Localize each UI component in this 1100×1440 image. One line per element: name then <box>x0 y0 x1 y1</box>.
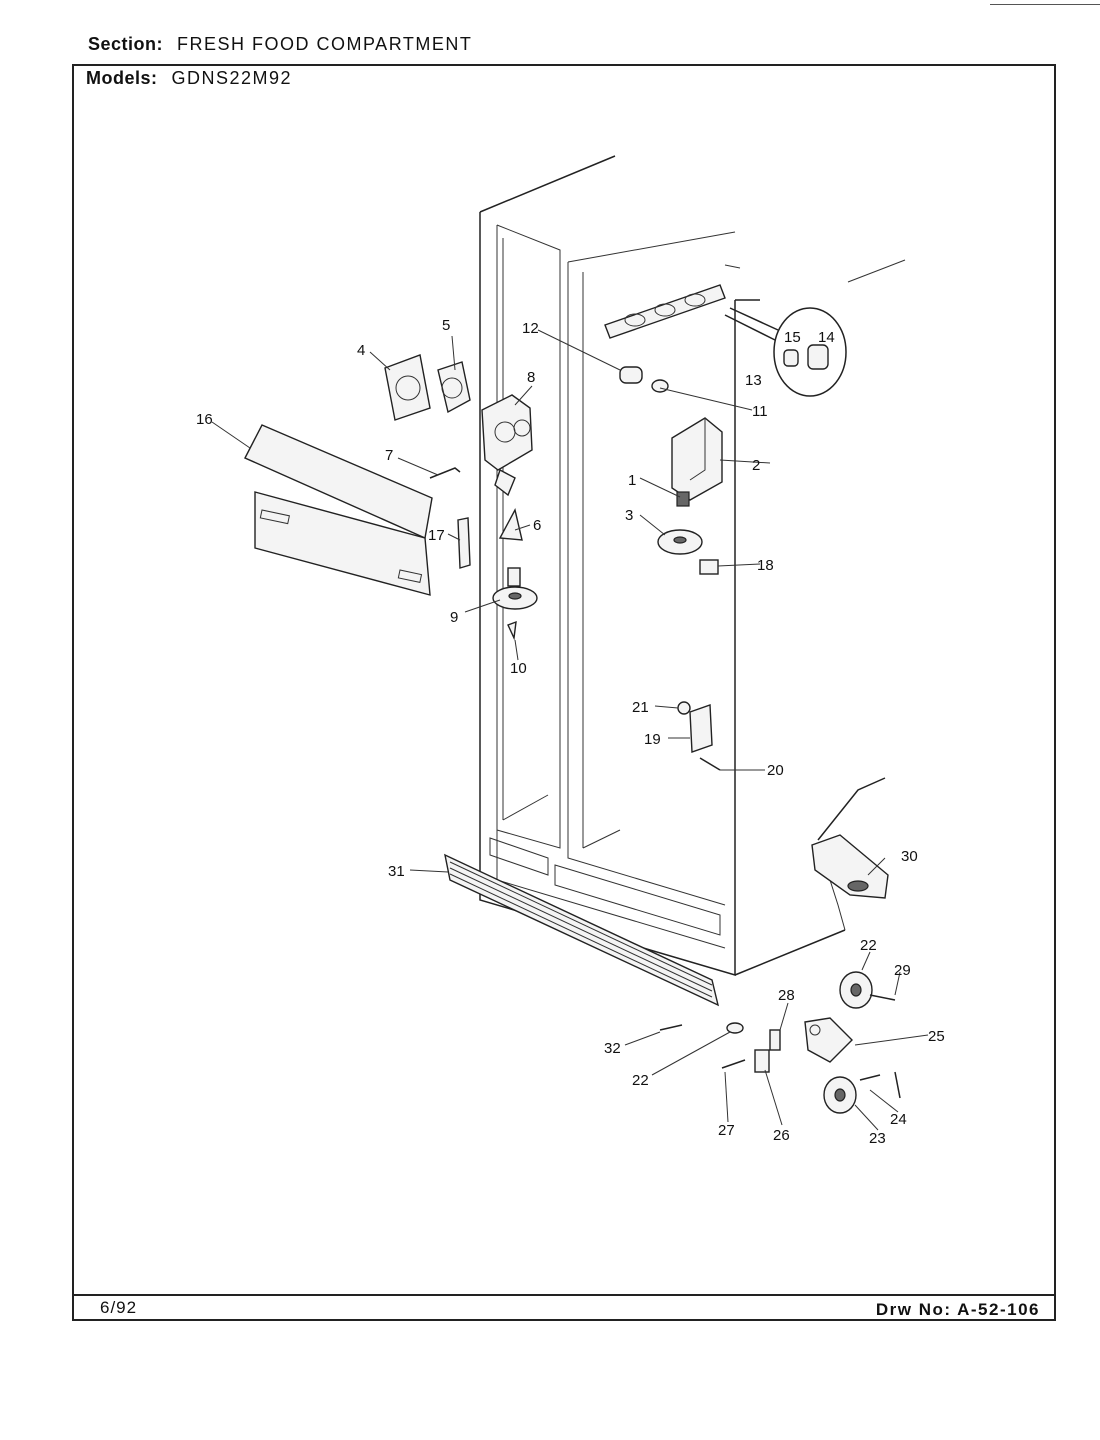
lamp-housing-zoom-14-15 <box>724 307 847 397</box>
callout-13: 13 <box>745 372 762 389</box>
models-value: GDNS22M92 <box>171 68 293 88</box>
callout-9: 9 <box>450 609 458 626</box>
crisper-cover-16 <box>244 424 433 596</box>
callout-8: 8 <box>527 369 535 386</box>
drawing-frame <box>72 64 1056 1321</box>
pin-29 <box>869 994 896 1001</box>
callout-20: 20 <box>767 762 784 779</box>
models-header: Models: GDNS22M92 <box>86 68 292 89</box>
clip-21 <box>677 701 691 715</box>
callout-4: 4 <box>357 342 365 359</box>
drawing-date: 6/92 <box>100 1298 138 1317</box>
switch-18 <box>699 559 719 575</box>
scan-edge-mark <box>990 4 1100 5</box>
washer-22 <box>726 1022 744 1034</box>
callout-12: 12 <box>522 320 539 337</box>
callout-6: 6 <box>533 517 541 534</box>
models-label: Models: <box>86 68 158 88</box>
callout-21: 21 <box>632 699 649 716</box>
callout-32: 32 <box>604 1040 621 1057</box>
fan-blade-9 <box>492 567 538 610</box>
socket-12 <box>619 366 643 384</box>
bracket-17 <box>457 517 471 569</box>
callout-24: 24 <box>890 1111 907 1128</box>
leader-lines <box>211 264 929 1131</box>
callout-3: 3 <box>625 507 633 524</box>
light-socket-bracket-13 <box>604 284 726 339</box>
screw-10 <box>507 620 517 641</box>
light-bulb-11 <box>651 379 669 393</box>
callout-17: 17 <box>428 527 445 544</box>
section-label: Section: <box>88 34 164 54</box>
callout-23-upper: 22 <box>860 937 877 954</box>
callout-14: 14 <box>818 329 835 346</box>
callout-15: 15 <box>784 329 801 346</box>
roller-23-upper <box>839 971 873 1009</box>
callout-28: 28 <box>778 987 795 1004</box>
wire-clip-7 <box>429 467 461 479</box>
callout-10: 10 <box>510 660 527 677</box>
callout-7: 7 <box>385 447 393 464</box>
cover-6 <box>498 508 523 541</box>
hinge-26 <box>754 1049 770 1073</box>
callout-29: 29 <box>894 962 911 979</box>
callout-1: 1 <box>628 472 636 489</box>
callout-30: 30 <box>901 848 918 865</box>
callout-5: 5 <box>442 317 450 334</box>
callout-25: 25 <box>928 1028 945 1045</box>
screw-20 <box>699 757 721 771</box>
air-duct-8 <box>481 394 533 497</box>
callout-27: 27 <box>718 1122 735 1139</box>
callout-2: 2 <box>752 457 760 474</box>
section-header: Section: FRESH FOOD COMPARTMENT <box>88 34 472 55</box>
callout-26: 26 <box>773 1127 790 1144</box>
damper-motor-5 <box>437 361 471 414</box>
section-value: FRESH FOOD COMPARTMENT <box>177 34 473 54</box>
control-housing-2 <box>671 417 723 501</box>
callout-labels: 4 5 8 7 16 12 15 14 13 11 2 1 3 18 6 17 … <box>196 317 945 1147</box>
screw-32 <box>659 1024 683 1031</box>
callout-22: 22 <box>632 1072 649 1089</box>
callout-18: 18 <box>757 557 774 574</box>
callout-16: 16 <box>196 411 213 428</box>
callout-31: 31 <box>388 863 405 880</box>
shelf-support-19 <box>689 704 713 753</box>
pins-24 <box>859 1071 901 1099</box>
kick-plate-31 <box>444 853 720 1007</box>
drawing-number: Drw No: A-52-106 <box>875 1300 1040 1319</box>
callout-19: 19 <box>644 731 661 748</box>
callout-11: 11 <box>752 403 768 420</box>
screw-27 <box>721 1059 746 1069</box>
roller-23-lower <box>823 1076 857 1114</box>
footer-divider <box>72 1294 1056 1296</box>
hinge-plate-25 <box>804 1017 853 1063</box>
bushing-28 <box>769 1029 781 1051</box>
callout-23-lower: 23 <box>869 1130 886 1147</box>
control-knob-3 <box>657 529 703 555</box>
damper-assembly-4 <box>384 354 431 421</box>
thermostat-1 <box>676 491 690 507</box>
bracket-30 <box>811 777 889 899</box>
